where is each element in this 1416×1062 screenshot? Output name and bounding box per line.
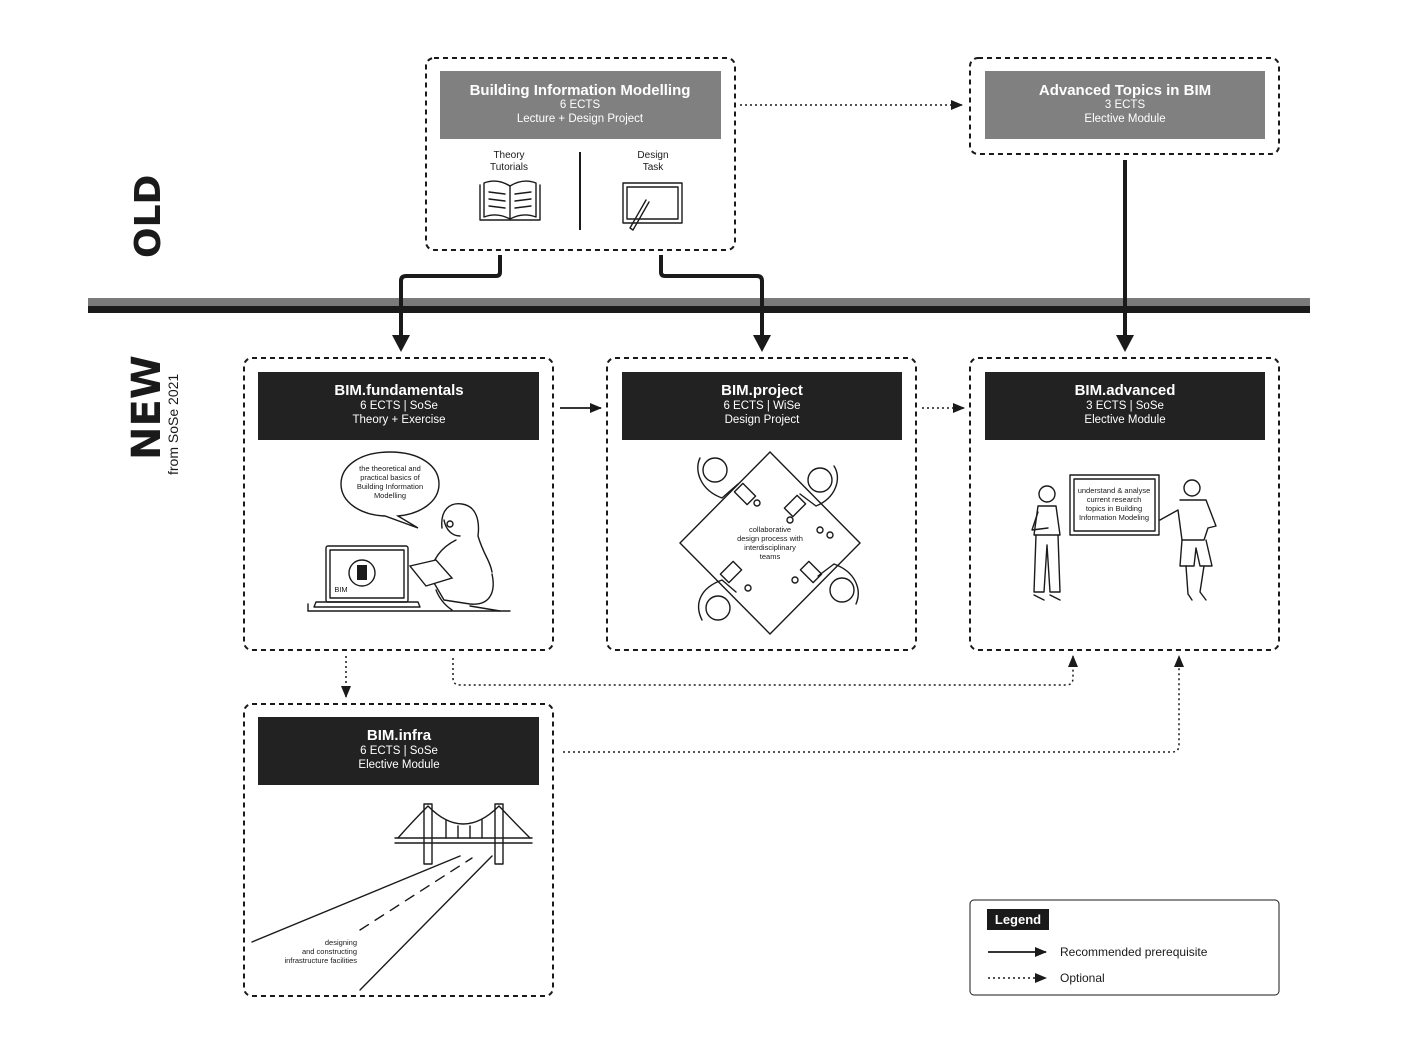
board-line-2: current research (1087, 495, 1142, 504)
section-label-new: NEW (124, 355, 170, 460)
old-module-advanced: Advanced Topics in BIM 3 ECTS Elective M… (969, 57, 1280, 155)
drawing-board-icon (622, 182, 683, 231)
module-type: Lecture + Design Project (517, 113, 644, 125)
person-reading-illustration (408, 503, 501, 612)
arrow-bim-to-project (659, 255, 764, 340)
legend-optional-label: Optional (1060, 971, 1105, 985)
bubble-line-3: Building Information (357, 482, 423, 491)
board-line-3: topics in Building (1086, 504, 1142, 513)
caption-line-4: teams (760, 552, 781, 561)
caption-line-3: infrastructure facilities (284, 956, 357, 965)
caption-line-2: and constructing (302, 947, 357, 956)
arrowhead (1116, 335, 1134, 352)
design-label-1: Design (637, 150, 668, 161)
section-label-new-sub: from SoSe 2021 (165, 374, 181, 475)
module-ects: 6 ECTS (560, 99, 601, 111)
theory-label-1: Theory (493, 150, 524, 161)
laptop-icon: BIM (313, 545, 421, 608)
new-module-fundamentals: BIM.fundamentals 6 ECTS | SoSe Theory + … (243, 357, 554, 651)
legend: Legend Recommended prerequisite Optional (969, 899, 1280, 996)
bubble-line-2: practical basics of (360, 473, 421, 482)
woman-illustration (1031, 485, 1061, 601)
presentation-board (1069, 474, 1160, 536)
arrow-bim-to-fundamentals (399, 255, 502, 340)
board-line-1: understand & analyse (1078, 486, 1151, 495)
module-ects: 6 ECTS | SoSe (360, 400, 438, 412)
module-title: BIM.project (721, 382, 803, 399)
bubble-line-1: the theoretical and (359, 464, 421, 473)
module-type: Elective Module (1084, 113, 1165, 125)
module-ects: 6 ECTS | WiSe (723, 400, 800, 412)
module-ects: 3 ECTS (1105, 99, 1146, 111)
module-title: BIM.advanced (1075, 382, 1176, 399)
old-module-bim: Building Information Modelling 6 ECTS Le… (425, 57, 736, 251)
module-ects: 3 ECTS | SoSe (1086, 400, 1164, 412)
bridge-illustration (251, 803, 533, 991)
bubble-line-4: Modelling (374, 491, 406, 500)
module-title: BIM.infra (367, 727, 432, 744)
arrowhead (753, 335, 771, 352)
module-title: Advanced Topics in BIM (1039, 82, 1211, 99)
design-label-2: Task (643, 162, 665, 173)
theory-label-2: Tutorials (490, 162, 528, 173)
caption-line-1: designing (325, 938, 357, 947)
team-table (679, 451, 861, 635)
module-title: Building Information Modelling (470, 82, 691, 99)
new-module-advanced: BIM.advanced 3 ECTS | SoSe Elective Modu… (969, 357, 1280, 651)
caption-line-3: interdisciplinary (744, 543, 796, 552)
speech-bubble: the theoretical and practical basics of … (340, 451, 440, 529)
new-module-infra: BIM.infra 6 ECTS | SoSe Elective Module … (243, 703, 554, 997)
module-type: Design Project (725, 414, 801, 426)
legend-title: Legend (995, 912, 1041, 927)
module-type: Elective Module (358, 759, 439, 771)
book-icon (479, 180, 541, 221)
module-title: BIM.fundamentals (334, 382, 463, 399)
module-type: Elective Module (1084, 414, 1165, 426)
legend-recommended-label: Recommended prerequisite (1060, 945, 1208, 959)
module-type: Theory + Exercise (353, 414, 446, 426)
caption-line-1: collaborative (749, 525, 791, 534)
man-illustration (1159, 479, 1217, 601)
new-module-project: BIM.project 6 ECTS | WiSe Design Project… (606, 357, 917, 651)
section-label-old: OLD (128, 175, 169, 258)
divider-grey (88, 298, 1310, 306)
caption-line-2: design process with (737, 534, 803, 543)
module-ects: 6 ECTS | SoSe (360, 745, 438, 757)
laptop-label: BIM (334, 585, 347, 594)
optional-arrow-fundamentals-to-advanced (452, 655, 1078, 686)
optional-arrow-infra-to-advanced (563, 655, 1184, 753)
board-line-4: Information Modeling (1079, 513, 1149, 522)
team-members-illustration (697, 457, 859, 621)
divider-dark (88, 306, 1310, 313)
arrowhead (392, 335, 410, 352)
